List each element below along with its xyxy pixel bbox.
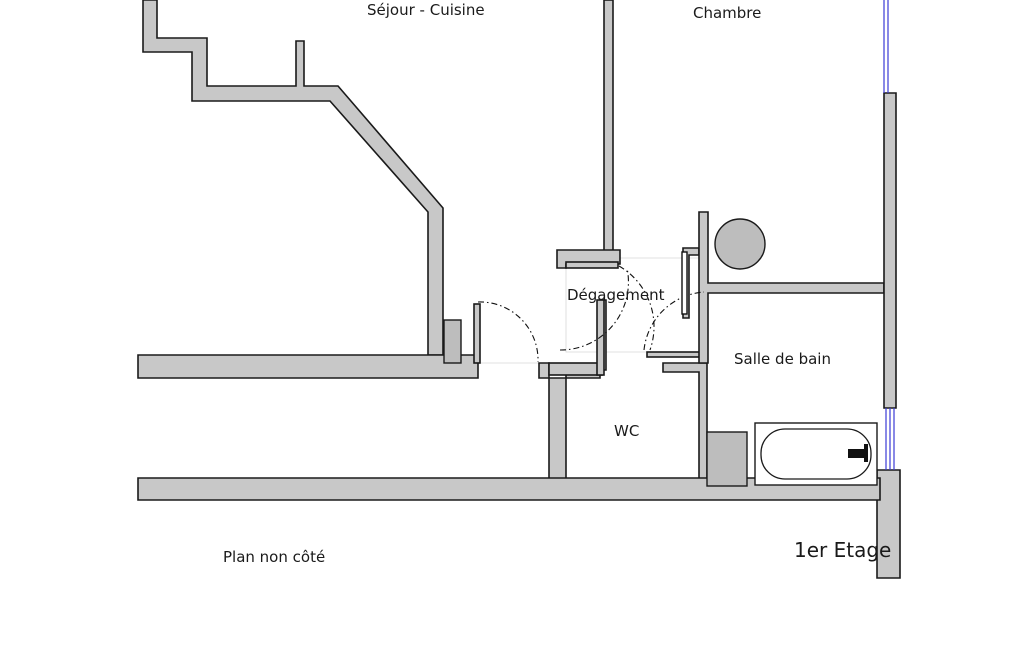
fixtures bbox=[706, 218, 878, 487]
degagement-top-lip bbox=[565, 261, 619, 269]
walls bbox=[137, 0, 901, 579]
label-chambre: Chambre bbox=[693, 4, 761, 22]
faucet-icon bbox=[848, 449, 864, 458]
duct-bathroom bbox=[706, 431, 748, 487]
window-chambre bbox=[883, 0, 889, 93]
label-degagement: Dégagement bbox=[567, 286, 665, 304]
door-leaf-bath bbox=[646, 351, 706, 358]
door-swing-sejour bbox=[477, 301, 539, 363]
door-leaf-chambre bbox=[681, 251, 688, 315]
door-swings bbox=[477, 251, 705, 363]
label-wc: WC bbox=[614, 422, 639, 440]
washing-machine-circle bbox=[714, 218, 766, 270]
exterior-right-lower-wall bbox=[876, 469, 901, 579]
label-salle-de-bain: Salle de bain bbox=[734, 350, 831, 368]
sejour-bottom-wall bbox=[137, 354, 479, 379]
label-etage: 1er Etage bbox=[794, 538, 891, 562]
exterior-right-wall bbox=[883, 92, 897, 409]
chambre-partition-wall bbox=[603, 0, 614, 253]
sejour-stepped-wall bbox=[142, 0, 444, 356]
degagement-left-wall bbox=[538, 299, 607, 488]
bathtub bbox=[754, 422, 878, 486]
window-bathroom bbox=[885, 408, 895, 470]
wc-top-wall bbox=[548, 362, 603, 376]
duct-sejour bbox=[443, 319, 462, 364]
bottom-wall bbox=[137, 477, 881, 501]
windows bbox=[883, 0, 895, 470]
label-sejour: Séjour - Cuisine bbox=[367, 1, 485, 19]
labels: Séjour - Cuisine Chambre Dégagement Sall… bbox=[223, 1, 891, 566]
wc-right-wall bbox=[662, 362, 708, 488]
guide-lines bbox=[478, 257, 707, 364]
label-plan-non-cote: Plan non côté bbox=[223, 548, 325, 566]
door-jamb-sejour bbox=[473, 303, 481, 364]
door-swing-chambre bbox=[618, 265, 655, 351]
door-swing-bath bbox=[643, 291, 705, 351]
door-swing-degagement-left bbox=[559, 267, 630, 351]
